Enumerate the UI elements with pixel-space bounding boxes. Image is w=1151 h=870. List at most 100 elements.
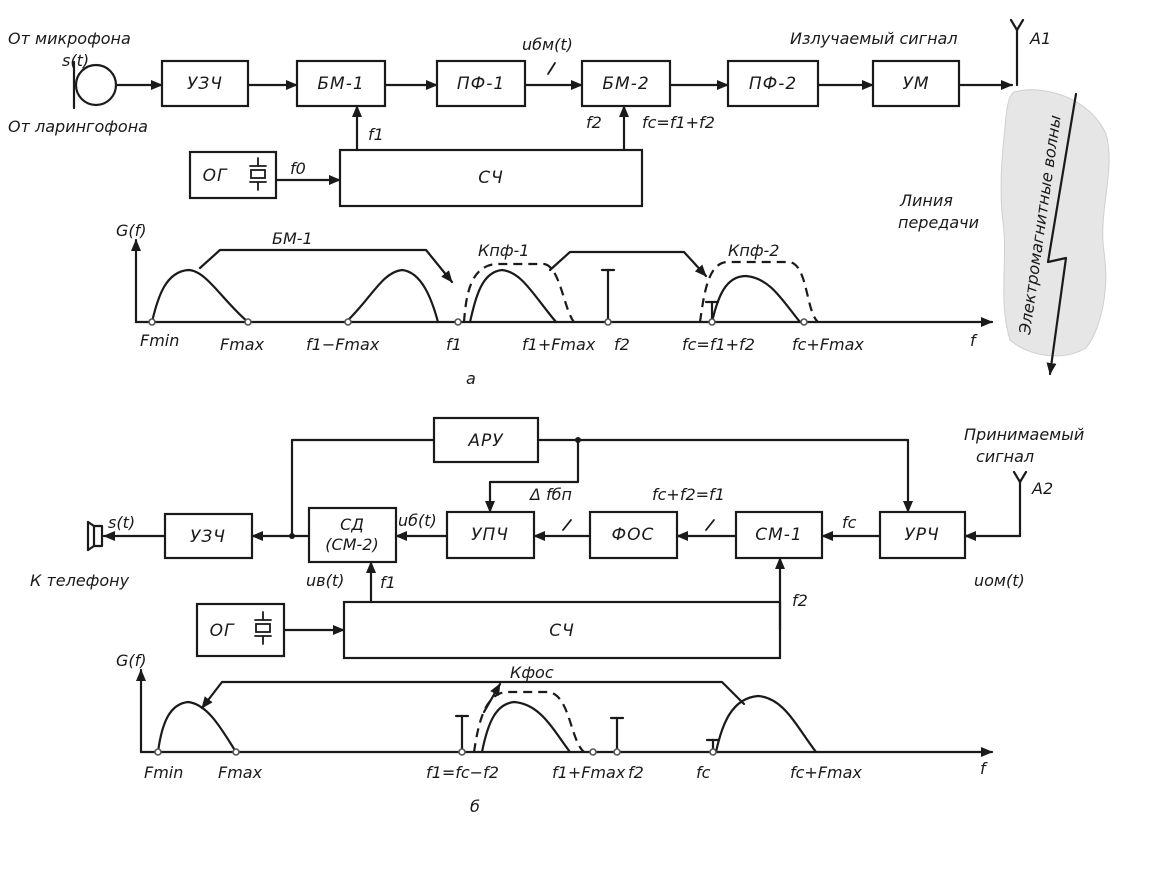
kpf1-filter-curve (462, 262, 575, 323)
upch-label: УПЧ (471, 525, 509, 545)
g-label-b: G(f) (116, 651, 147, 670)
f-axis-b: f (980, 759, 988, 778)
tick-b-2: f1=fc−f2 (426, 763, 499, 782)
upper-sideband-spectrum (468, 268, 558, 324)
mic-label: От микрофона (8, 29, 131, 48)
sd-block (307, 506, 398, 564)
uzch-label: УЗЧ (187, 74, 223, 94)
sm1-label: СМ-1 (755, 525, 803, 545)
sd-label-2: (СМ-2) (325, 535, 378, 554)
kpf1-label: Кпф-1 (478, 241, 529, 260)
f-axis-a: f (970, 331, 978, 350)
lower-sideband-spectrum (344, 268, 440, 324)
bm1-arrow-label: БМ-1 (272, 229, 313, 248)
u-om-label: uом(t) (974, 571, 1025, 590)
tick-b-6: fc+Fmax (790, 763, 862, 782)
tick-a-7: fc+Fmax (792, 335, 864, 354)
telephone-icon (86, 520, 104, 552)
fos-label: ФОС (612, 525, 655, 545)
og-block (188, 150, 278, 200)
um-block (871, 59, 961, 108)
uzch-rx-block (163, 512, 254, 560)
um-label: УМ (902, 74, 929, 94)
f1-label: f1 (368, 125, 384, 144)
og-label: ОГ (203, 166, 228, 186)
uzch-block (160, 59, 250, 108)
antenna-a2-icon (1012, 470, 1028, 538)
apu-label: АРУ (467, 431, 504, 451)
spectrum-b: G(f) f Кфос Fmin Fmax f1=fc−f2 f1+Fmax f… (116, 651, 994, 816)
antenna-a1-icon (1009, 18, 1025, 87)
bm2-transfer-arrow (548, 250, 708, 278)
received-label-2: сигнал (976, 447, 1034, 466)
tick-b-3: f1+Fmax (552, 763, 626, 782)
spectrum-a: G(f) f БМ-1 Кпф-1 Кпф-2 Fmin Fmax f1−Fma… (116, 221, 994, 388)
bm2-block (580, 59, 672, 108)
transmitter-section: От микрофона s(t) От ларингофона УЗЧ БМ-… (8, 18, 1051, 208)
sch-block (338, 148, 644, 208)
s-t-rx-label: s(t) (108, 513, 135, 532)
antenna-a1-label: А1 (1029, 29, 1051, 48)
fc-f2-label: fc+f2=f1 (652, 485, 725, 504)
ub-label: uб(t) (398, 511, 437, 530)
pf1-block (435, 59, 527, 108)
f0-label: f0 (290, 159, 306, 178)
sch-rx-label: СЧ (549, 621, 575, 641)
g-label-a: G(f) (116, 221, 147, 240)
uv-label: uв(t) (306, 571, 344, 590)
spectrum-a-markers (148, 318, 808, 326)
tick-b-0: Fmin (144, 763, 183, 782)
tick-b-5: fc (696, 763, 711, 782)
sd-label-1: СД (340, 515, 364, 534)
delta-f-label: Δ fбп (528, 485, 572, 504)
line-label-1: Линия (899, 191, 953, 210)
tick-a-5: f2 (614, 335, 630, 354)
tick-a-2: f1−Fmax (306, 335, 380, 354)
bm1-label: БМ-1 (317, 74, 364, 94)
tick-a-3: f1 (446, 335, 462, 354)
f2-label: f2 (586, 113, 602, 132)
tick-a-6: fc=f1+f2 (682, 335, 755, 354)
spectrum-b-markers (154, 748, 717, 756)
kpf2-label: Кпф-2 (728, 241, 779, 260)
baseband-spectrum-b (156, 700, 238, 754)
caption-a: а (466, 369, 476, 388)
laryngophone-label: От ларингофона (8, 117, 148, 136)
pf2-label: ПФ-2 (749, 74, 797, 94)
kpf2-filter-curve (698, 260, 819, 323)
antenna-a2-label: А2 (1031, 479, 1053, 498)
tick-a-0: Fmin (140, 331, 179, 350)
sch-label: СЧ (478, 168, 504, 188)
pf1-label: ПФ-1 (457, 74, 505, 94)
uzch-rx-label: УЗЧ (190, 527, 226, 547)
fc-eq-label: fc=f1+f2 (642, 113, 715, 132)
urch-block (878, 510, 967, 560)
tick-b-4: f2 (628, 763, 644, 782)
transmission-arrow (1046, 92, 1078, 376)
pf2-block (726, 59, 820, 108)
receiver-section: Принимаемый сигнал А2 uом(t) УРЧ fc СМ-1… (30, 416, 1084, 660)
kfos-filter-curve (472, 690, 585, 753)
rf-spectrum (710, 274, 802, 324)
line-label-2: передачи (898, 213, 979, 232)
downconvert-arrow (200, 680, 746, 710)
signal-s-label: s(t) (62, 51, 89, 70)
crystal-rx-icon (254, 611, 272, 645)
bm1-block (295, 59, 387, 108)
tick-a-1: Fmax (220, 335, 265, 354)
emitted-signal-label: Излучаемый сигнал (790, 29, 958, 48)
u-bm-label: uбм(t) (522, 35, 573, 54)
channel-section: Электромагнитные волны Линия передачи (898, 89, 1110, 376)
to-phone-label: К телефону (30, 571, 130, 590)
crystal-icon (249, 157, 267, 191)
tick-b-1: Fmax (218, 763, 263, 782)
kfos-label: Кфос (510, 663, 554, 682)
upch-block (445, 510, 536, 560)
rf-spectrum-b (714, 694, 818, 754)
caption-b: б (470, 797, 480, 816)
f2-rx-label: f2 (792, 591, 808, 610)
bm1-transfer-arrow (198, 248, 454, 284)
baseband-spectrum (150, 268, 250, 324)
agc-feedback-line (290, 438, 436, 538)
